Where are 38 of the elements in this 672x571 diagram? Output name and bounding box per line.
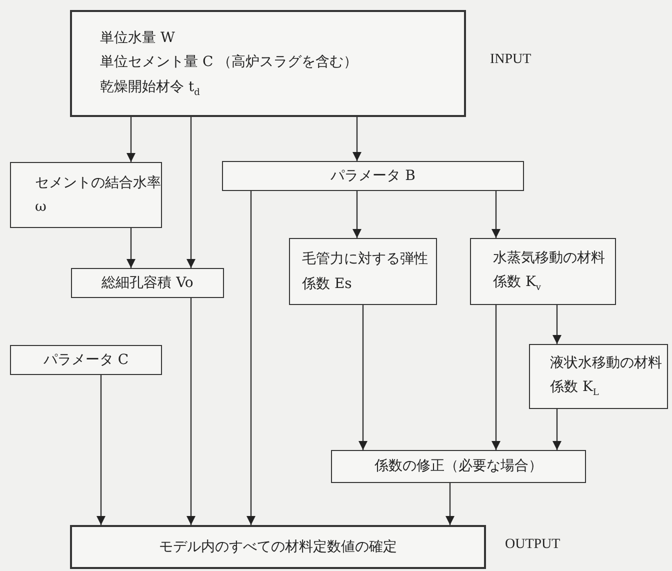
process-box — [331, 450, 586, 483]
output-box — [70, 525, 486, 569]
process-box — [71, 268, 224, 298]
node-text: 液状水移動の材料係数 K$_{L}$ — [550, 354, 663, 400]
node-text: 毛管力に対する弾性係数 Es — [302, 250, 429, 294]
arrow — [492, 191, 500, 238]
arrow — [352, 191, 362, 238]
arrow — [186, 298, 196, 525]
arrow — [126, 117, 136, 162]
node-text: 乾燥開始材令 t$_{d}$ — [100, 78, 201, 100]
arrow — [352, 117, 362, 161]
node-text: パラメータ B — [330, 166, 416, 186]
node-text: 総細孔容積 Vo — [100, 274, 194, 293]
stage-label: INPUT — [490, 52, 532, 68]
stage-label: OUTPUT — [505, 537, 560, 553]
arrow — [126, 228, 136, 268]
arrow — [552, 409, 562, 450]
node-text: パラメータ C — [42, 350, 130, 370]
node-text: セメントの結合水率 ω — [35, 174, 161, 217]
process-box — [222, 161, 524, 191]
process-box — [10, 345, 162, 375]
process-box — [10, 162, 162, 228]
arrow — [246, 191, 256, 525]
arrow — [186, 117, 196, 268]
arrow — [492, 305, 500, 450]
process-box — [529, 344, 668, 409]
arrow — [446, 483, 454, 525]
arrow — [358, 305, 368, 450]
node-text: 水蒸気移動の材料係数 K$_{v}$ — [493, 248, 606, 296]
node-text: 係数の修正（必要な場合） — [374, 457, 544, 476]
arrow — [552, 305, 562, 344]
process-box — [289, 238, 437, 305]
node-text: 単位水量 W — [100, 28, 176, 48]
node-text: 単位セメント量 C （高炉スラグを含む） — [100, 53, 359, 72]
node-text: モデル内のすべての材料定数値の確定 — [158, 538, 398, 557]
arrow — [96, 375, 106, 525]
input-box — [70, 10, 466, 117]
process-box — [470, 238, 616, 305]
